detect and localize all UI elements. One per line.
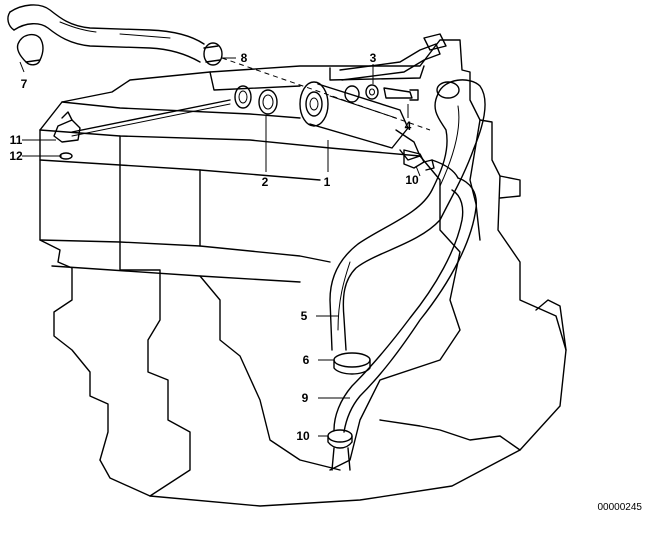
drawing-code: 00000245 bbox=[598, 502, 643, 513]
gasket-rings-part-2 bbox=[234, 85, 278, 115]
clamp-part-6 bbox=[333, 352, 371, 375]
callout-labels: 1 2 3 4 5 6 7 8 9 10 10 11 12 bbox=[9, 51, 419, 443]
callout-1: 1 bbox=[324, 175, 331, 189]
clamp-part-10-upper bbox=[403, 149, 435, 171]
hose-part-9 bbox=[333, 159, 477, 433]
callout-6: 6 bbox=[303, 353, 310, 367]
callout-5: 5 bbox=[301, 309, 308, 323]
leader-lines bbox=[19, 57, 421, 437]
hose-part-7 bbox=[7, 4, 205, 66]
fitting-parts-3-4 bbox=[339, 33, 447, 103]
callout-8: 8 bbox=[241, 51, 248, 65]
cylinder-part-1 bbox=[299, 81, 421, 161]
callout-3: 3 bbox=[370, 51, 377, 65]
callout-10-lower: 10 bbox=[296, 429, 310, 443]
control-rod bbox=[53, 99, 231, 143]
callout-9: 9 bbox=[302, 391, 309, 405]
clamp-part-8 bbox=[203, 42, 223, 66]
engine-block bbox=[39, 39, 567, 507]
clamp-part-10-lower bbox=[327, 429, 353, 471]
callout-2: 2 bbox=[262, 175, 269, 189]
hose-part-5 bbox=[329, 79, 486, 351]
callout-4: 4 bbox=[405, 119, 412, 133]
callout-10-upper: 10 bbox=[405, 173, 419, 187]
callout-12: 12 bbox=[9, 149, 23, 163]
washer-part-12 bbox=[59, 152, 73, 160]
callout-7: 7 bbox=[21, 77, 28, 91]
callout-11: 11 bbox=[10, 133, 23, 147]
